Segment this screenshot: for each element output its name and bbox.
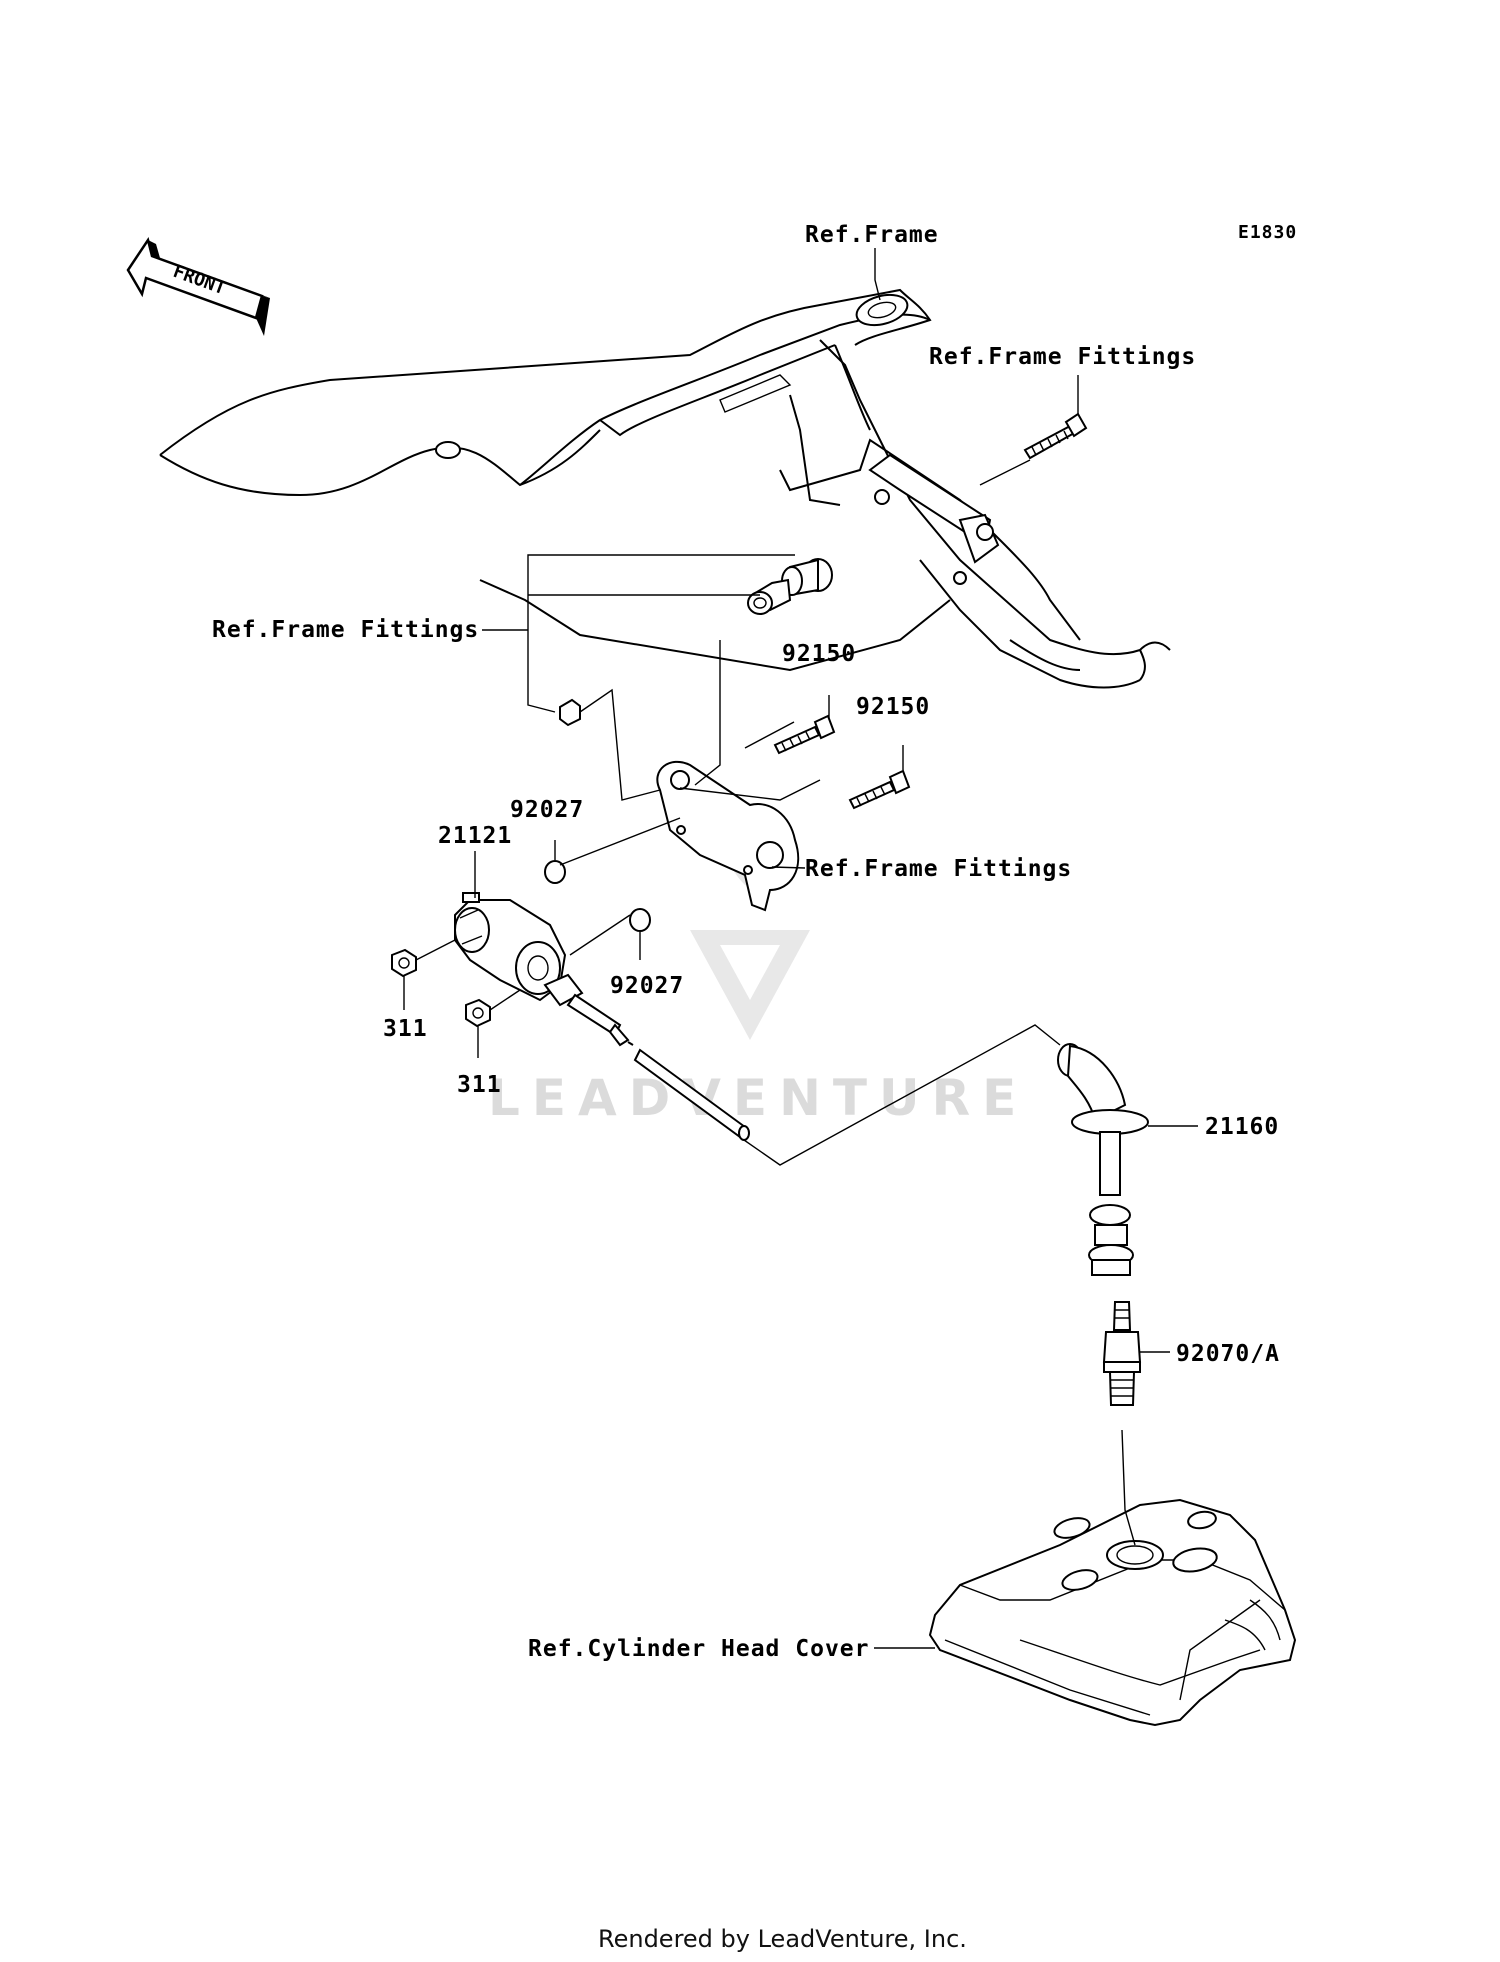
footer-credit: Rendered by LeadVenture, Inc. <box>598 1925 967 1953</box>
diagram-code: E1830 <box>1238 222 1297 243</box>
label-ref-cylinder-head-cover: Ref.Cylinder Head Cover <box>528 1636 870 1662</box>
label-part-92027-a: 92027 <box>510 797 584 823</box>
label-part-92150-a: 92150 <box>782 641 856 667</box>
nut-311-a <box>391 948 417 978</box>
label-part-21121: 21121 <box>438 823 512 849</box>
label-ref-frame-fittings-bracket: Ref.Frame Fittings <box>805 856 1072 882</box>
frame-drawing <box>159 288 1171 689</box>
spark-plug <box>1102 1301 1142 1406</box>
label-part-21160: 21160 <box>1205 1114 1279 1140</box>
label-part-92070a: 92070/A <box>1176 1341 1280 1367</box>
label-part-311-a: 311 <box>383 1016 428 1042</box>
spacer-92027-a <box>544 860 566 884</box>
front-arrow-icon: FRONT <box>126 236 270 336</box>
nut-311-b <box>465 998 491 1028</box>
bolt-92150-a <box>773 714 836 755</box>
label-ref-frame: Ref.Frame <box>805 222 939 248</box>
watermark-text: LEADVENTURE <box>488 1069 1028 1127</box>
label-part-92150-b: 92150 <box>856 694 930 720</box>
label-part-311-b: 311 <box>457 1072 502 1098</box>
collar-parts <box>559 558 833 727</box>
label-ref-frame-fittings-left: Ref.Frame Fittings <box>212 617 479 643</box>
leader-lines <box>403 248 1198 1649</box>
cylinder-head-cover <box>928 1498 1297 1727</box>
label-part-92027-b: 92027 <box>610 973 684 999</box>
spark-plug-cap <box>1057 1043 1149 1276</box>
coil-bracket <box>656 760 800 912</box>
ignition-coil <box>454 892 750 1141</box>
bolt-92150-b <box>848 769 911 810</box>
frame-bolt-top <box>1023 412 1088 460</box>
spacer-92027-b <box>629 908 651 932</box>
label-ref-frame-fittings-top: Ref.Frame Fittings <box>929 344 1196 370</box>
